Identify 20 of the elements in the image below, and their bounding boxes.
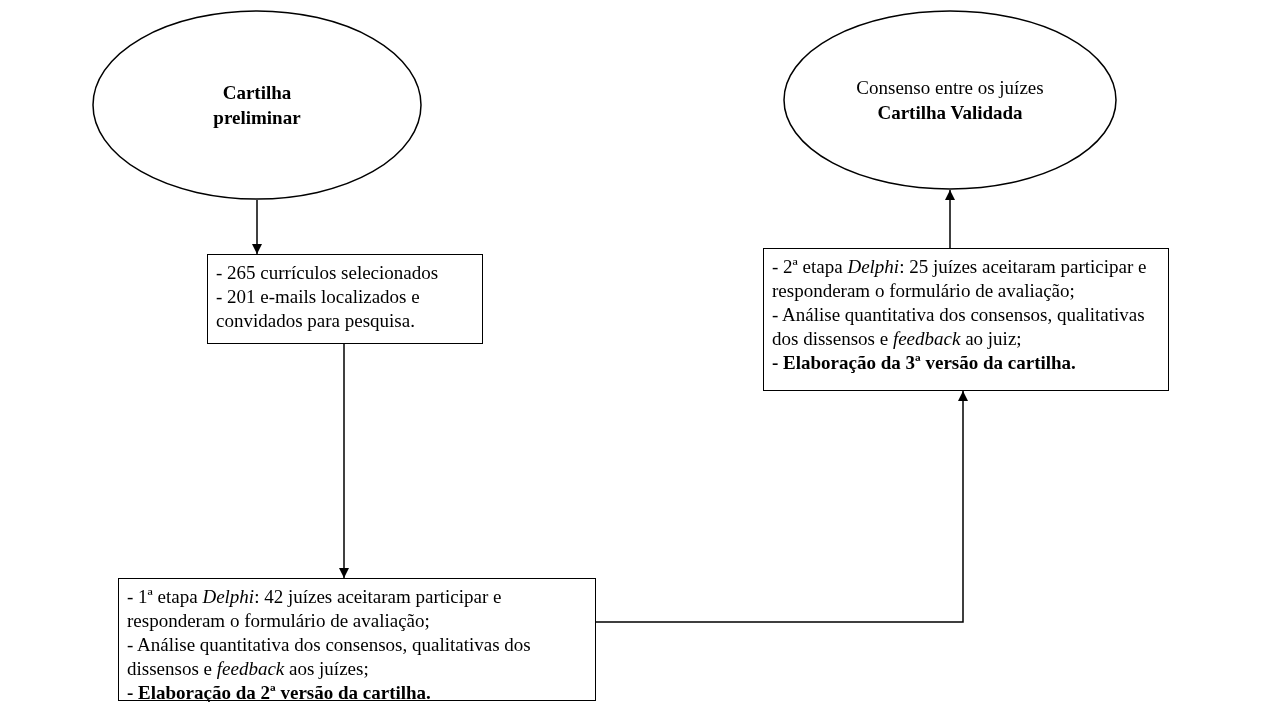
node-text: - 201 e-mails localizados e convidados para pesquisa. [216, 285, 421, 333]
process-box [118, 578, 596, 701]
process-box [763, 248, 1169, 391]
arrow [252, 199, 262, 255]
ellipse-node [783, 10, 1117, 190]
arrow [945, 189, 955, 249]
arrow [339, 343, 349, 579]
node-text: - 1ª etapa Delphi: 42 juízes aceitaram participar e responderam o formulário de avaliação; [127, 585, 503, 633]
arrow [595, 390, 968, 623]
node-text: Consenso entre os juízes [856, 76, 1044, 100]
node-text: Cartilha preliminar [212, 81, 302, 130]
node-text: - Elaboração da 2ª versão da cartilha. [127, 681, 432, 702]
process-box [207, 254, 483, 344]
node-text: - Análise quantitativa dos consensos, qualitativas dos dissensos e feedback ao juiz; [772, 303, 1146, 351]
ellipse-node [92, 10, 422, 200]
node-text: - 2ª etapa Delphi: 25 juízes aceitaram participar e responderam o formulário de avaliação; [772, 255, 1148, 303]
node-text: - 265 currículos selecionados [216, 261, 440, 285]
node-text: Cartilha Validada [877, 101, 1023, 125]
node-text: - Elaboração da 3ª versão da cartilha. [772, 351, 1077, 375]
node-text: - Análise quantitativa dos consensos, qualitativas dos dissensos e feedback aos juízes; [127, 633, 532, 681]
